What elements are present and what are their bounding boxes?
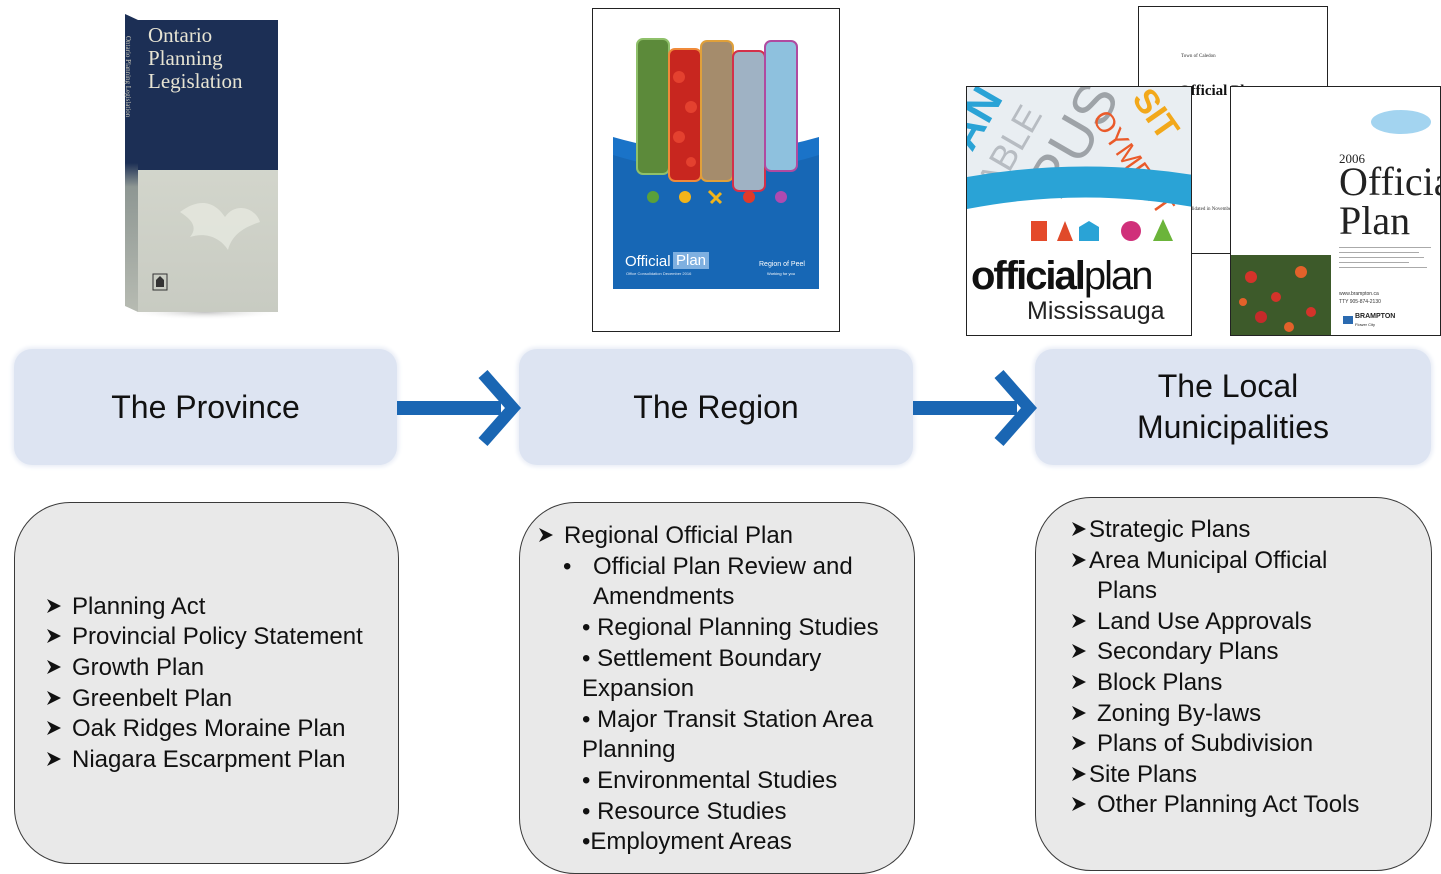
arrow-bullet-icon xyxy=(1072,735,1086,750)
arrow-bullet-icon xyxy=(47,659,61,674)
arrow-bullet-icon xyxy=(47,751,61,766)
region-cover-official: Official xyxy=(625,253,671,270)
stage-local-title-line-1: The Local xyxy=(1157,368,1299,404)
region-cover-logo-sub: Working for you xyxy=(767,271,795,276)
book-title-line-1: Ontario xyxy=(148,23,213,47)
local-items-box xyxy=(1035,497,1432,871)
mississauga-official: officialplan xyxy=(971,254,1154,298)
caledon-town: Town of Caledon xyxy=(1181,54,1216,59)
region-subitem: • Major Transit Station Area xyxy=(582,706,874,733)
local-item: Block Plans xyxy=(1071,668,1222,698)
arrow-region-to-local xyxy=(913,370,1037,446)
local-item: Land Use Approvals xyxy=(1071,607,1312,637)
stage-local-municipalities: The Local Municipalities xyxy=(1035,349,1431,465)
region-cover-plan: Plan xyxy=(673,252,710,269)
province-items-box xyxy=(14,502,399,864)
mississauga-official-word: official xyxy=(971,254,1086,298)
local-item: Area Municipal Official xyxy=(1071,546,1327,576)
region-subitem-cont: Expansion xyxy=(582,675,695,702)
local-item: Site Plans xyxy=(1071,760,1197,790)
local-item: Plans of Subdivision xyxy=(1071,729,1313,759)
region-cover-subtitle: Office Consolidation December 2016 xyxy=(626,271,692,276)
region-items-box xyxy=(519,502,915,874)
region-subitem-cont: Amendments xyxy=(593,583,735,610)
province-item: Niagara Escarpment Plan xyxy=(46,745,345,775)
brampton-logo-sub: Flower City xyxy=(1355,322,1376,327)
brampton-site: www.brampton.ca xyxy=(1339,291,1379,297)
brampton-phone: TTY 905-874-2130 xyxy=(1339,299,1381,305)
province-book-image: Ontario Planning Legislation Ontario Pla… xyxy=(120,12,285,322)
mississauga-plan-word: plan xyxy=(1083,254,1154,298)
province-item: Provincial Policy Statement xyxy=(46,622,363,652)
region-subitem: • Environmental Studies xyxy=(582,767,838,794)
local-item: Secondary Plans xyxy=(1071,637,1278,667)
arrow-bullet-icon xyxy=(1072,613,1086,628)
brampton-title-1: Official xyxy=(1339,159,1440,204)
arrow-bullet-icon xyxy=(1072,705,1086,720)
book-spine-text: Ontario Planning Legislation xyxy=(124,36,132,118)
province-item: Greenbelt Plan xyxy=(46,684,232,714)
arrow-bullet-icon xyxy=(1072,552,1086,567)
region-item-main: Regional Official Plan xyxy=(538,521,793,551)
arrow-bullet-icon xyxy=(47,690,61,705)
region-subitem: • Settlement Boundary xyxy=(582,645,822,672)
arrow-bullet-icon xyxy=(47,628,61,643)
mississauga-city: Mississauga xyxy=(1027,297,1165,325)
stage-province: The Province xyxy=(14,349,397,465)
arrow-bullet-icon xyxy=(47,720,61,735)
local-item: Other Planning Act Tools xyxy=(1071,790,1359,820)
stage-region: The Region xyxy=(519,349,913,465)
local-item-cont: Plans xyxy=(1097,577,1158,604)
brampton-logo: BRAMPTON xyxy=(1355,313,1396,320)
brampton-official-plan-cover: 2006 Official Plan www.brampton.ca TTY 9… xyxy=(1230,86,1441,336)
arrow-bullet-icon xyxy=(1072,521,1086,536)
arrow-bullet-icon xyxy=(1072,796,1086,811)
arrow-bullet-icon xyxy=(1072,643,1086,658)
arrow-bullet-icon xyxy=(1072,674,1086,689)
region-subitem: •Employment Areas xyxy=(582,828,792,855)
province-item: Planning Act xyxy=(46,592,205,622)
region-cover-logo: Region of Peel xyxy=(759,261,805,268)
mississauga-official-plan-cover: AN ABLE RUST OYMENT SIT officialplan Mis… xyxy=(966,86,1192,336)
province-item: Oak Ridges Moraine Plan xyxy=(46,714,345,744)
province-item: Growth Plan xyxy=(46,653,204,683)
region-subitem: • Resource Studies xyxy=(582,798,787,825)
stage-region-title: The Region xyxy=(633,388,799,425)
stage-province-title: The Province xyxy=(111,388,300,425)
local-item: Zoning By-laws xyxy=(1071,699,1261,729)
caledon-note: Consolidated in November, 2016 xyxy=(1179,207,1246,212)
region-subitem-cont: Planning xyxy=(582,736,676,763)
arrow-bullet-icon xyxy=(1072,766,1086,781)
arrow-bullet-icon xyxy=(47,598,61,613)
book-title-line-2: Planning xyxy=(148,46,223,70)
stage-local-title-line-2: Municipalities xyxy=(1136,409,1330,445)
brampton-year: 2006 xyxy=(1339,151,1365,166)
book-title-line-3: Legislation xyxy=(148,69,243,93)
region-official-plan-cover: Official Plan Office Consolidation Decem… xyxy=(592,8,840,332)
region-bullet-dot: • xyxy=(563,553,572,580)
region-subitem: Official Plan Review and xyxy=(593,553,853,580)
local-item: Strategic Plans xyxy=(1071,515,1250,545)
region-subitem: • Regional Planning Studies xyxy=(582,614,879,641)
arrow-province-to-region xyxy=(397,370,521,446)
arrow-bullet-icon xyxy=(539,527,553,542)
brampton-title-2: Plan xyxy=(1339,198,1411,243)
